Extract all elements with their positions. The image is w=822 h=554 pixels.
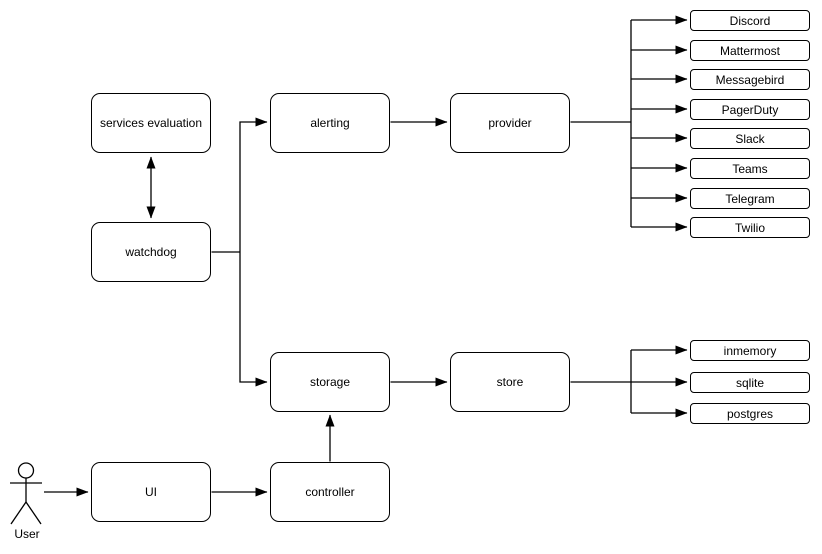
leaf-label: postgres <box>726 406 774 421</box>
edge-provider-fanout <box>570 15 688 232</box>
provider-output-teams: Teams <box>690 158 810 179</box>
node-services-evaluation: services evaluation <box>91 93 211 153</box>
node-ui: UI <box>91 462 211 522</box>
leaf-label: Telegram <box>725 191 775 206</box>
node-label: provider <box>488 116 532 130</box>
leaf-label: inmemory <box>723 343 777 358</box>
provider-output-mattermost: Mattermost <box>690 40 810 61</box>
leaf-label: PagerDuty <box>721 102 779 117</box>
edge-watchdog-alerting <box>211 117 268 253</box>
node-watchdog: watchdog <box>91 222 211 282</box>
provider-output-messagebird: Messagebird <box>690 69 810 90</box>
user-actor-icon <box>10 462 42 525</box>
store-output-inmemory: inmemory <box>690 340 810 361</box>
node-store: store <box>450 352 570 412</box>
leaf-label: Slack <box>735 131 765 146</box>
provider-output-slack: Slack <box>690 128 810 149</box>
node-label: services evaluation <box>99 116 203 130</box>
node-alerting: alerting <box>270 93 390 153</box>
node-label: store <box>496 375 524 389</box>
node-label: UI <box>145 485 157 499</box>
node-storage: storage <box>270 352 390 412</box>
leaf-label: Mattermost <box>719 43 780 58</box>
edge-store-fanout <box>570 345 688 418</box>
leaf-label: Discord <box>729 13 771 28</box>
leaf-label: Teams <box>732 161 768 176</box>
leaf-label: sqlite <box>735 375 764 390</box>
leaf-label: Messagebird <box>715 72 785 87</box>
store-output-postgres: postgres <box>690 403 810 424</box>
node-provider: provider <box>450 93 570 153</box>
node-label: alerting <box>310 116 350 130</box>
node-label: controller <box>305 485 355 499</box>
node-label: watchdog <box>125 245 177 259</box>
provider-output-twilio: Twilio <box>690 217 810 238</box>
provider-output-telegram: Telegram <box>690 188 810 209</box>
user-actor-label: User <box>14 527 40 541</box>
edge-watchdog-storage <box>239 252 268 387</box>
leaf-label: Twilio <box>734 220 765 235</box>
provider-output-discord: Discord <box>690 10 810 31</box>
store-output-sqlite: sqlite <box>690 372 810 393</box>
node-label: storage <box>309 375 351 389</box>
node-controller: controller <box>270 462 390 522</box>
provider-output-pagerduty: PagerDuty <box>690 99 810 120</box>
